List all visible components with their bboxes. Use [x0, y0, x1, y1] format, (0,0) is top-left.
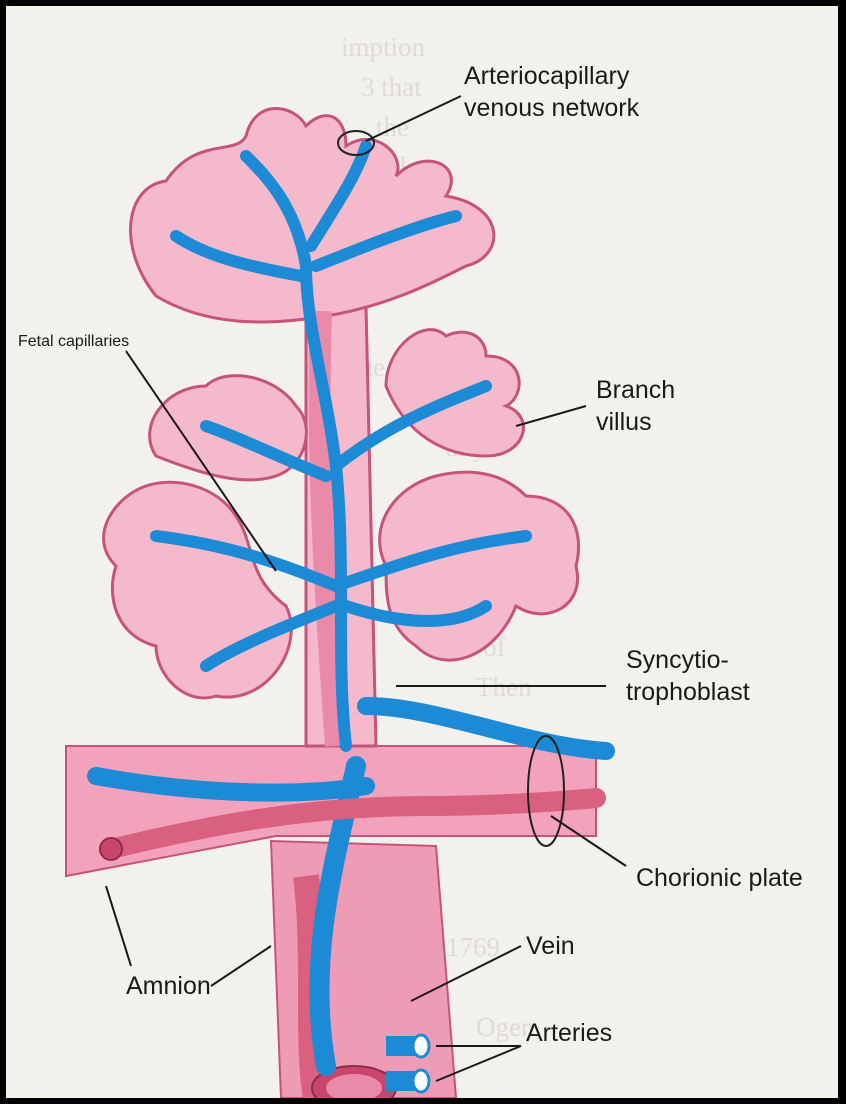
label-vein: Vein [526, 932, 575, 960]
label-syncytio-2: trophoblast [626, 678, 750, 706]
placenta-villus-diagram: Arteriocapillary venous network Fetal ca… [6, 6, 838, 1098]
label-amnion: Amnion [126, 972, 211, 1000]
label-branch-2: villus [596, 408, 652, 436]
label-arteriocapillary-1: Arteriocapillary [464, 62, 630, 90]
label-chorionic-plate: Chorionic plate [636, 864, 803, 892]
diagram-frame: imption 3 that the ulum. nbr que ally ti… [6, 6, 838, 1098]
label-branch-1: Branch [596, 376, 675, 404]
label-arteries: Arteries [526, 1019, 612, 1047]
label-arteriocapillary-2: venous network [464, 94, 640, 122]
umbilical-cord [271, 841, 456, 1098]
label-fetal-capillaries: Fetal capillaries [18, 333, 129, 350]
label-syncytio-1: Syncytio- [626, 646, 729, 674]
